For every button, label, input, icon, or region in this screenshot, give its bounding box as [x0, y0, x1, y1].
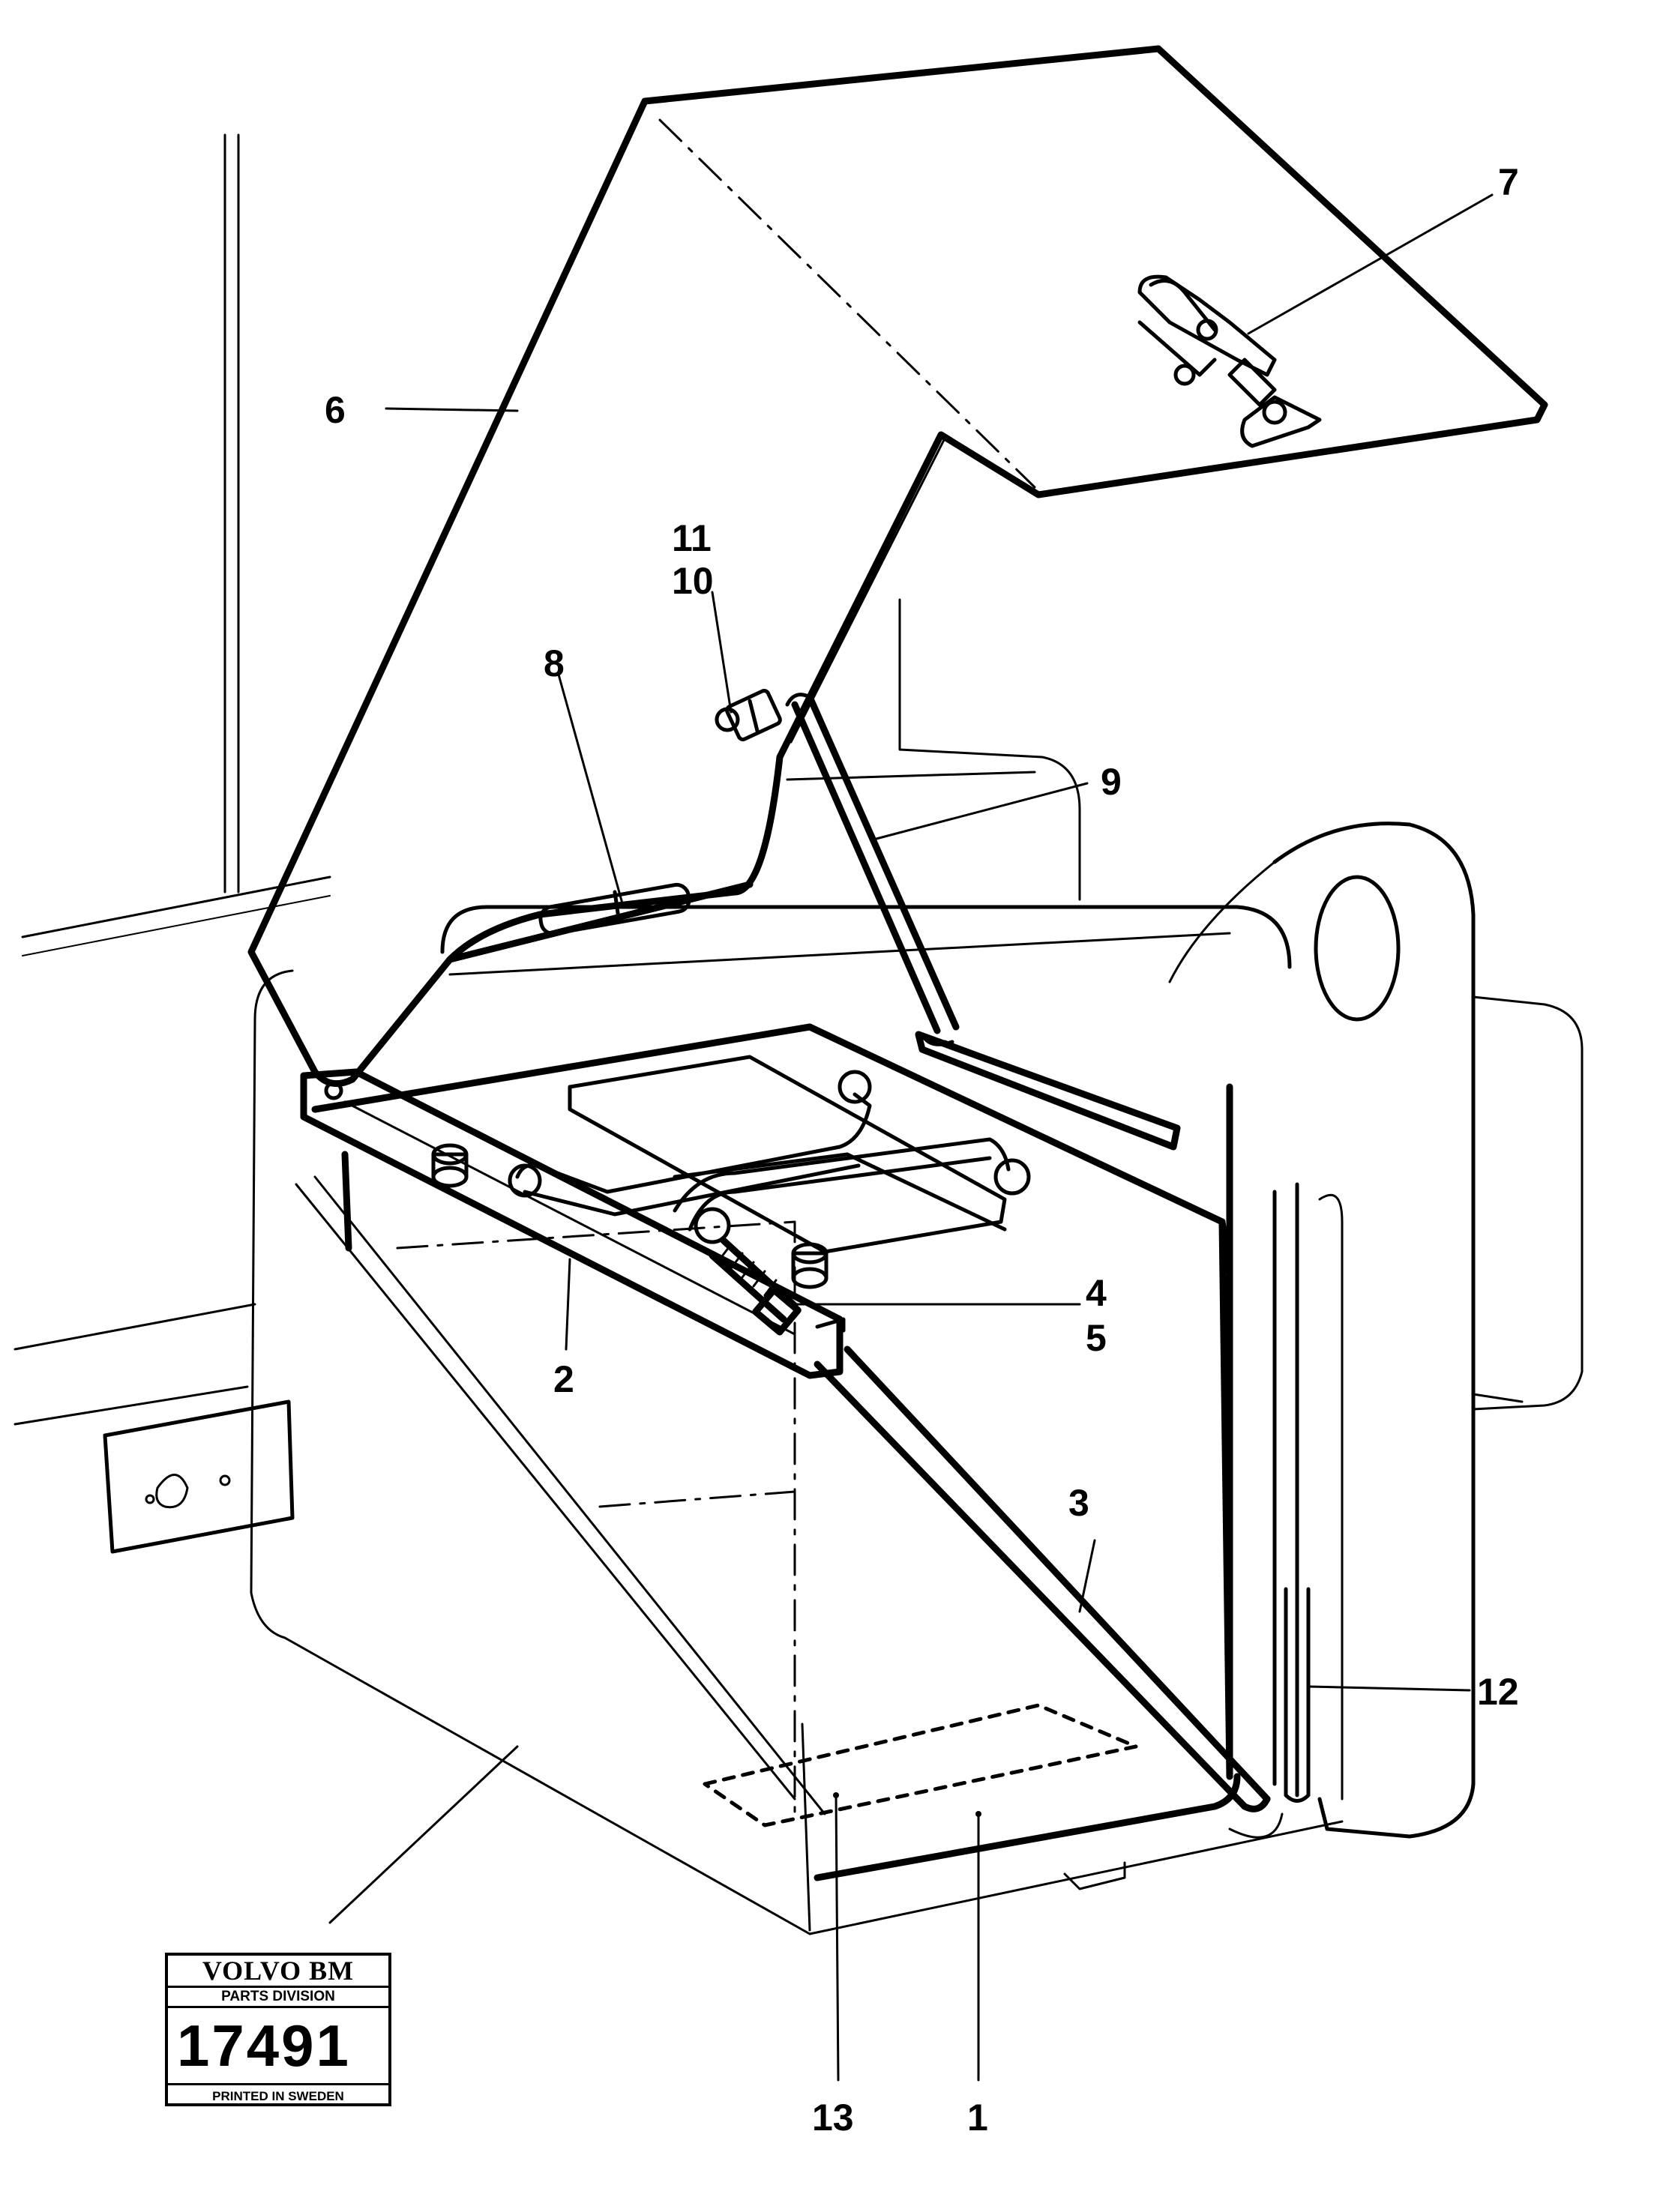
- clamp-bolt: [709, 1237, 802, 1336]
- battery-box-lid: [247, 45, 1548, 1088]
- callout-6: 6: [325, 389, 346, 431]
- mounting-plate: [103, 1399, 295, 1554]
- callout-8: 8: [544, 642, 565, 684]
- callout-12: 12: [1477, 1671, 1519, 1713]
- leader-lines: [328, 193, 1494, 2082]
- lid-support-stay: [785, 693, 1181, 1151]
- battery-terminal: [791, 1242, 829, 1289]
- clamp-bar: [300, 1068, 846, 1379]
- battery-terminal: [431, 1143, 469, 1188]
- callout-13: 13: [812, 2097, 854, 2139]
- rubber-strip: [1284, 1587, 1311, 1803]
- machine-frame: [13, 133, 1081, 1426]
- callout-9: 9: [1101, 761, 1122, 803]
- stamp-division: PARTS DIVISION: [168, 1988, 388, 2008]
- callout-2: 2: [553, 1358, 574, 1400]
- callout-10: 10: [672, 560, 714, 602]
- stay-fitting: [715, 689, 782, 741]
- callout-1: 1: [967, 2097, 988, 2139]
- parts-division-stamp: VOLVO BM PARTS DIVISION 17491 PRINTED IN…: [165, 1953, 391, 2106]
- callout-3: 3: [1068, 1482, 1089, 1524]
- stamp-number: 17491: [168, 2008, 388, 2085]
- callout-4: 4: [1086, 1272, 1107, 1314]
- battery-box-body: [250, 905, 1344, 1935]
- callout-7: 7: [1498, 161, 1519, 203]
- stamp-printed: PRINTED IN SWEDEN: [212, 2089, 344, 2103]
- lid-hinge: [538, 882, 691, 936]
- lid-latch: [1137, 274, 1322, 448]
- callout-5: 5: [1086, 1317, 1107, 1359]
- battery: [311, 1023, 1233, 1780]
- callout-11: 11: [672, 517, 712, 559]
- hold-down-rod: [814, 1345, 1271, 1812]
- stamp-brand: VOLVO BM: [168, 1956, 388, 1988]
- lifting-eye-bracket: [1168, 822, 1584, 1839]
